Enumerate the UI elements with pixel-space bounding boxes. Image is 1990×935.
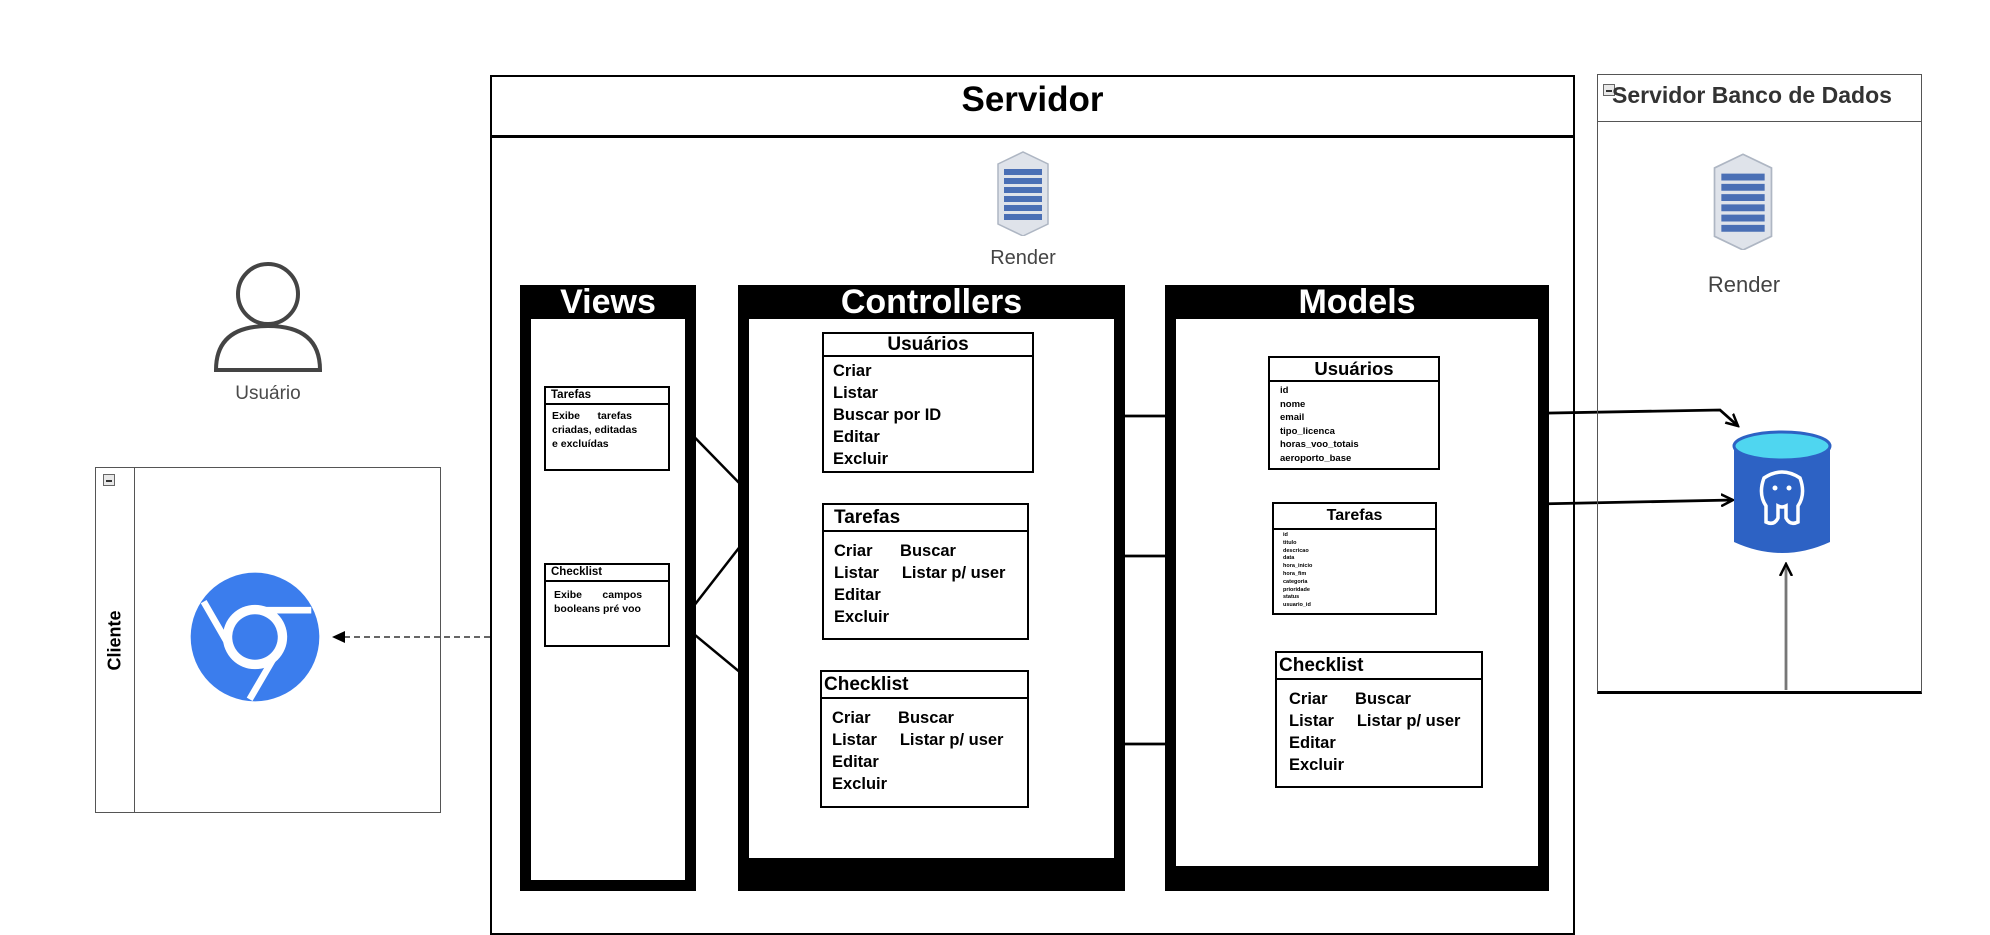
models-usuarios-title: Usuários — [1270, 358, 1438, 382]
controllers-checklist-item: Criar Buscar — [832, 709, 954, 727]
models-tarefas-field: status — [1283, 594, 1300, 601]
servidor-title: Servidor — [961, 80, 1104, 119]
views-checklist-line: Exibe campos — [554, 589, 643, 601]
controllers-tarefas-item: Listar Listar p/ user — [834, 564, 1006, 582]
cliente-collapse-icon[interactable] — [103, 474, 115, 486]
views-checklist-line: booleans pré voo — [554, 603, 641, 615]
models-checklist-item: Excluir — [1289, 756, 1345, 774]
models-checklist-item: Listar Listar p/ user — [1289, 712, 1461, 730]
models-usuarios-field: id — [1280, 385, 1289, 396]
controllers-tarefas-title: Tarefas — [824, 505, 1027, 532]
models-tarefas-field: data — [1283, 555, 1295, 562]
controllers-tarefas-item: Editar — [834, 586, 881, 604]
controllers-checklist-item: Excluir — [832, 775, 888, 793]
views-checklist-box: Checklist Exibe campos booleans pré voo — [544, 563, 670, 647]
db-server-render-label: Render — [1707, 272, 1781, 297]
models-tarefas-box: Tarefas id titulo descricao data hora_in… — [1272, 502, 1437, 615]
views-tarefas-line: criadas, editadas — [552, 424, 638, 436]
controllers-title: Controllers — [840, 283, 1023, 321]
models-checklist-box: Checklist Criar Buscar Listar Listar p/ … — [1275, 651, 1483, 788]
models-usuarios-field: email — [1280, 412, 1305, 423]
models-tarefas-field: hora_inicio — [1283, 563, 1313, 570]
controllers-tarefas-item: Excluir — [834, 608, 890, 626]
db-server-icon — [1713, 153, 1773, 250]
models-usuarios-box: Usuários id nome email tipo_licenca hora… — [1268, 356, 1440, 470]
controllers-usuarios-title: Usuários — [824, 334, 1032, 357]
controllers-tarefas-item: Criar Buscar — [834, 542, 956, 560]
controllers-usuarios-item: Editar — [833, 428, 880, 446]
server-icon — [997, 151, 1049, 236]
models-checklist-item: Criar Buscar — [1289, 690, 1411, 708]
controllers-usuarios-item: Buscar por ID — [833, 406, 942, 424]
views-tarefas-line: Exibe tarefas — [552, 410, 632, 422]
db-server-header — [1597, 74, 1922, 122]
views-checklist-title: Checklist — [546, 565, 668, 582]
database-icon — [1732, 430, 1832, 553]
models-tarefas-field: hora_fim — [1283, 570, 1307, 577]
db-server-frame — [1597, 74, 1922, 694]
controllers-usuarios-item: Excluir — [833, 450, 889, 468]
cliente-label: Cliente — [104, 609, 125, 671]
controllers-checklist-item: Listar Listar p/ user — [832, 731, 1004, 749]
cliente-label-wrap: Cliente — [95, 467, 135, 813]
models-usuarios-field: aeroporto_base — [1280, 452, 1352, 464]
controllers-usuarios-item: Listar — [833, 384, 878, 402]
controllers-checklist-title: Checklist — [822, 672, 1027, 699]
views-tarefas-box: Tarefas Exibe tarefas criadas, editadas … — [544, 386, 670, 471]
controllers-tarefas-box: Tarefas Criar Buscar Listar Listar p/ us… — [822, 503, 1029, 640]
user-icon — [213, 262, 323, 372]
cliente-lane — [95, 467, 441, 813]
models-title: Models — [1298, 283, 1416, 321]
models-usuarios-field: horas_voo_totais — [1280, 439, 1359, 450]
controllers-checklist-item: Editar — [832, 753, 879, 771]
servidor-render-label: Render — [990, 247, 1056, 269]
chrome-icon — [190, 572, 320, 702]
models-tarefas-field: descricao — [1283, 547, 1309, 554]
controllers-usuarios-item: Criar — [833, 362, 872, 380]
models-checklist-title: Checklist — [1277, 653, 1481, 680]
models-tarefas-field: id — [1283, 532, 1288, 538]
models-tarefas-field: prioridade — [1283, 586, 1310, 593]
models-tarefas-title: Tarefas — [1274, 504, 1435, 530]
controllers-checklist-box: Checklist Criar Buscar Listar Listar p/ … — [820, 670, 1029, 808]
controllers-usuarios-box: Usuários Criar Listar Buscar por ID Edit… — [822, 332, 1034, 473]
views-title: Views — [560, 283, 656, 321]
models-usuarios-field: tipo_licenca — [1280, 425, 1335, 437]
models-tarefas-field: usuario_id — [1283, 602, 1311, 609]
views-tarefas-line: e excluídas — [552, 438, 609, 450]
cliente-lane-header — [95, 467, 135, 813]
models-tarefas-field: titulo — [1283, 539, 1297, 546]
models-usuarios-field: nome — [1280, 398, 1306, 410]
db-server-title: Servidor Banco de Dados — [1612, 82, 1892, 108]
servidor-header-divider — [492, 135, 1575, 138]
models-checklist-item: Editar — [1289, 734, 1336, 752]
models-tarefas-field: categoria — [1283, 578, 1308, 585]
views-tarefas-title: Tarefas — [546, 388, 668, 405]
db-server-collapse-icon[interactable] — [1603, 84, 1615, 96]
actor-label: Usuário — [235, 383, 301, 404]
